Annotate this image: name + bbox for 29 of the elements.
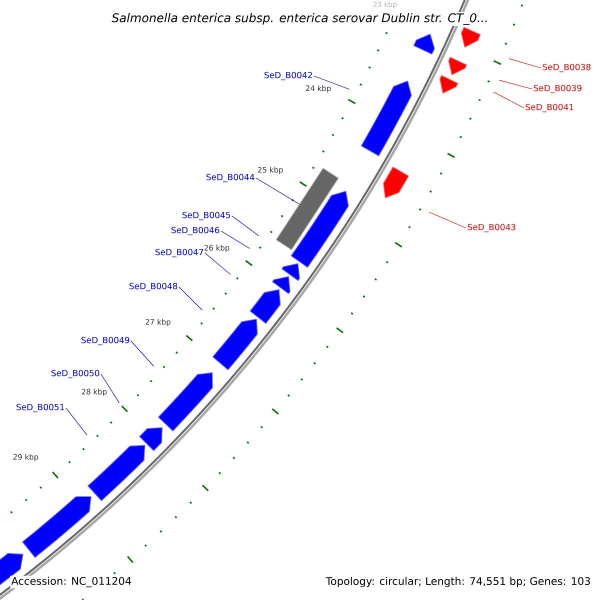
leader-line bbox=[178, 286, 203, 310]
leader-line bbox=[498, 80, 532, 90]
leader-line bbox=[232, 216, 260, 236]
gene-label: SeD_B0050 bbox=[51, 370, 100, 378]
gene-label: SeD_B0047 bbox=[155, 248, 204, 258]
footer-text: Topology: circular; Length: 74,551 bp; Genes: 103 bbox=[324, 576, 592, 588]
gene-label: SeD_B0045 bbox=[182, 212, 230, 220]
gene-label: SeD_B0043 bbox=[468, 224, 516, 232]
gene-label: SeD_B0038 bbox=[542, 64, 590, 72]
leader-line bbox=[508, 58, 542, 68]
leader-line bbox=[314, 76, 350, 90]
leader-line bbox=[493, 92, 524, 108]
gene-label: SeD_B0044 bbox=[206, 174, 254, 182]
gene-label: SeD_B0049 bbox=[81, 336, 130, 346]
gene-label: SeD_B0042 bbox=[264, 72, 312, 80]
leader-line bbox=[204, 252, 231, 275]
leader-line bbox=[66, 408, 88, 436]
gene-label: SeD_B0051 bbox=[16, 404, 64, 412]
leader-line bbox=[256, 178, 300, 204]
title: Salmonella enterica subsp. enterica serovar Dublin str. CT_0... bbox=[110, 12, 490, 26]
leader-line bbox=[130, 340, 154, 367]
leader-line bbox=[100, 374, 120, 404]
leader-line bbox=[428, 212, 466, 228]
gene-label: SeD_B0041 bbox=[526, 104, 574, 112]
footer-text: Accession: NC_011204 bbox=[10, 576, 133, 588]
gene-label: SeD_B0039 bbox=[534, 84, 582, 94]
gene-label: SeD_B0048 bbox=[129, 282, 178, 292]
gene-label: SeD_B0046 bbox=[171, 226, 220, 236]
leader-line bbox=[220, 230, 250, 249]
